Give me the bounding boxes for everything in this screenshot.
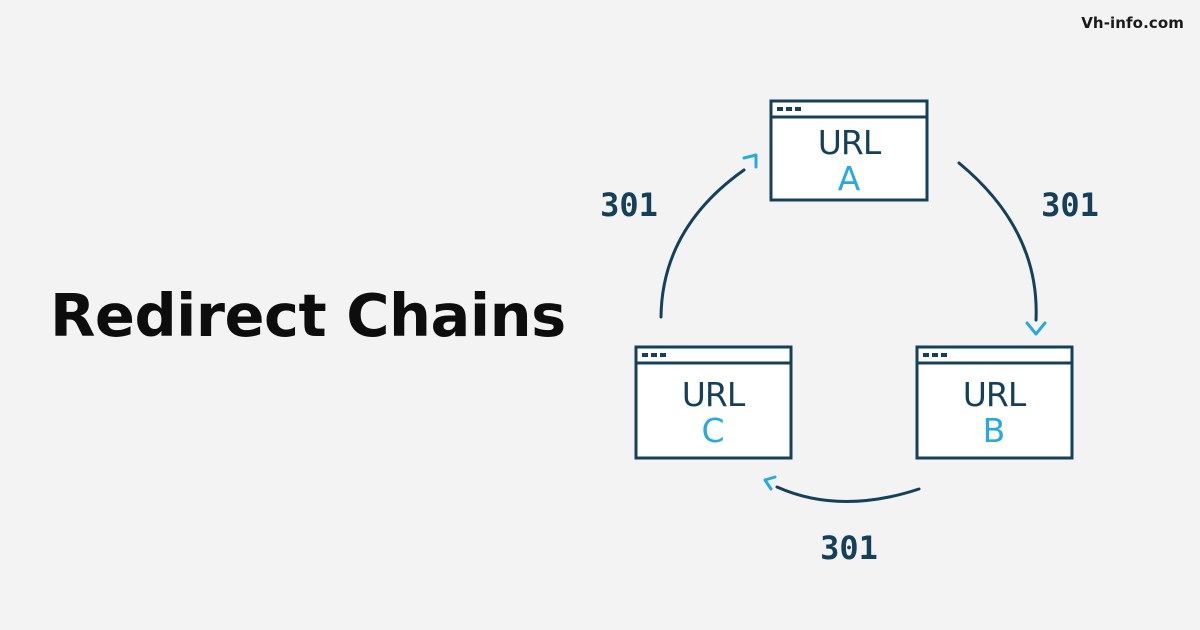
url-b-window-frame <box>915 345 1074 460</box>
edge-b-to-c: 301 <box>763 475 921 567</box>
url-b-word: URL <box>963 375 1027 414</box>
arc-c-to-a <box>659 168 746 319</box>
url-c-window: URL C <box>634 345 793 460</box>
site-brand: Vh-info.com <box>1081 14 1184 32</box>
arrow-b-to-c-icon <box>763 475 777 491</box>
arrow-c-to-a-icon <box>742 153 758 169</box>
url-a-window: URL A <box>769 99 929 202</box>
code-label-c-to-a: 301 <box>600 186 658 224</box>
url-c-letter: C <box>701 411 724 450</box>
url-c-window-dots-icon <box>642 353 666 357</box>
url-c-window-frame <box>634 345 793 460</box>
page-title: Redirect Chains <box>50 281 566 350</box>
url-a-window-dots-icon <box>777 107 801 111</box>
arc-a-to-b <box>957 161 1038 322</box>
url-a-letter: A <box>838 159 861 198</box>
url-b-window: URL B <box>915 345 1074 460</box>
code-label-b-to-c: 301 <box>820 529 878 567</box>
edge-c-to-a: 301 <box>600 153 758 319</box>
arc-b-to-c <box>775 485 921 503</box>
url-a-word: URL <box>818 123 882 162</box>
code-label-a-to-b: 301 <box>1041 186 1099 224</box>
arrow-a-to-b-icon <box>1025 321 1047 336</box>
url-b-window-dots-icon <box>923 353 947 357</box>
edge-a-to-b: 301 <box>957 161 1099 336</box>
url-b-letter: B <box>983 411 1006 450</box>
url-c-word: URL <box>682 375 746 414</box>
